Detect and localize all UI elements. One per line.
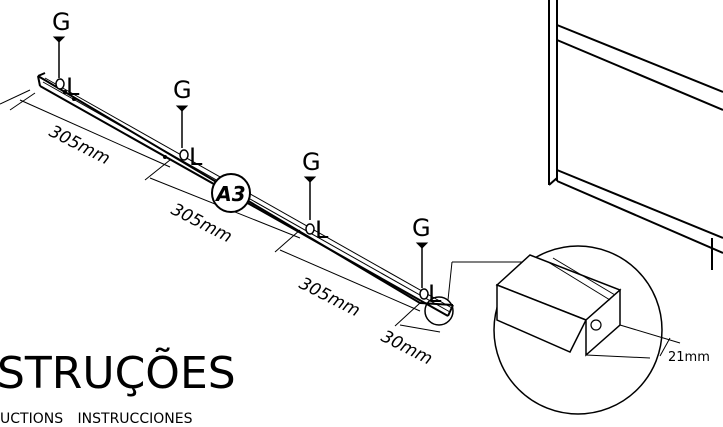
detail-callout <box>424 245 681 415</box>
bracket-label: L <box>315 216 329 244</box>
detail-dimension-label: 21mm <box>668 350 710 365</box>
bracket-icon <box>55 78 429 300</box>
screw-icon-1 <box>52 36 66 78</box>
screw-label: G <box>173 76 192 104</box>
screw-label: G <box>412 214 431 242</box>
bracket-label: L <box>428 280 442 308</box>
screw-label: G <box>302 148 321 176</box>
screw-icon-4 <box>415 242 429 288</box>
dimension-label: 305mm <box>46 122 114 170</box>
screw-label: G <box>52 8 71 36</box>
part-badge: A3 <box>211 173 251 213</box>
dimension-label: 305mm <box>296 274 364 322</box>
page-title: STRUÇÕES <box>0 348 236 399</box>
screw-icon-3 <box>303 176 317 220</box>
shelf-unit-illustration <box>548 0 723 270</box>
part-badge-label: A3 <box>214 182 245 206</box>
page-subtitle: UCTIONS INSTRUCCIONES <box>0 411 193 427</box>
dimension-label: 30mm <box>378 327 436 370</box>
screw-icon-2 <box>175 105 189 148</box>
bracket-label: L <box>66 73 80 101</box>
bracket-label: L <box>189 143 203 171</box>
